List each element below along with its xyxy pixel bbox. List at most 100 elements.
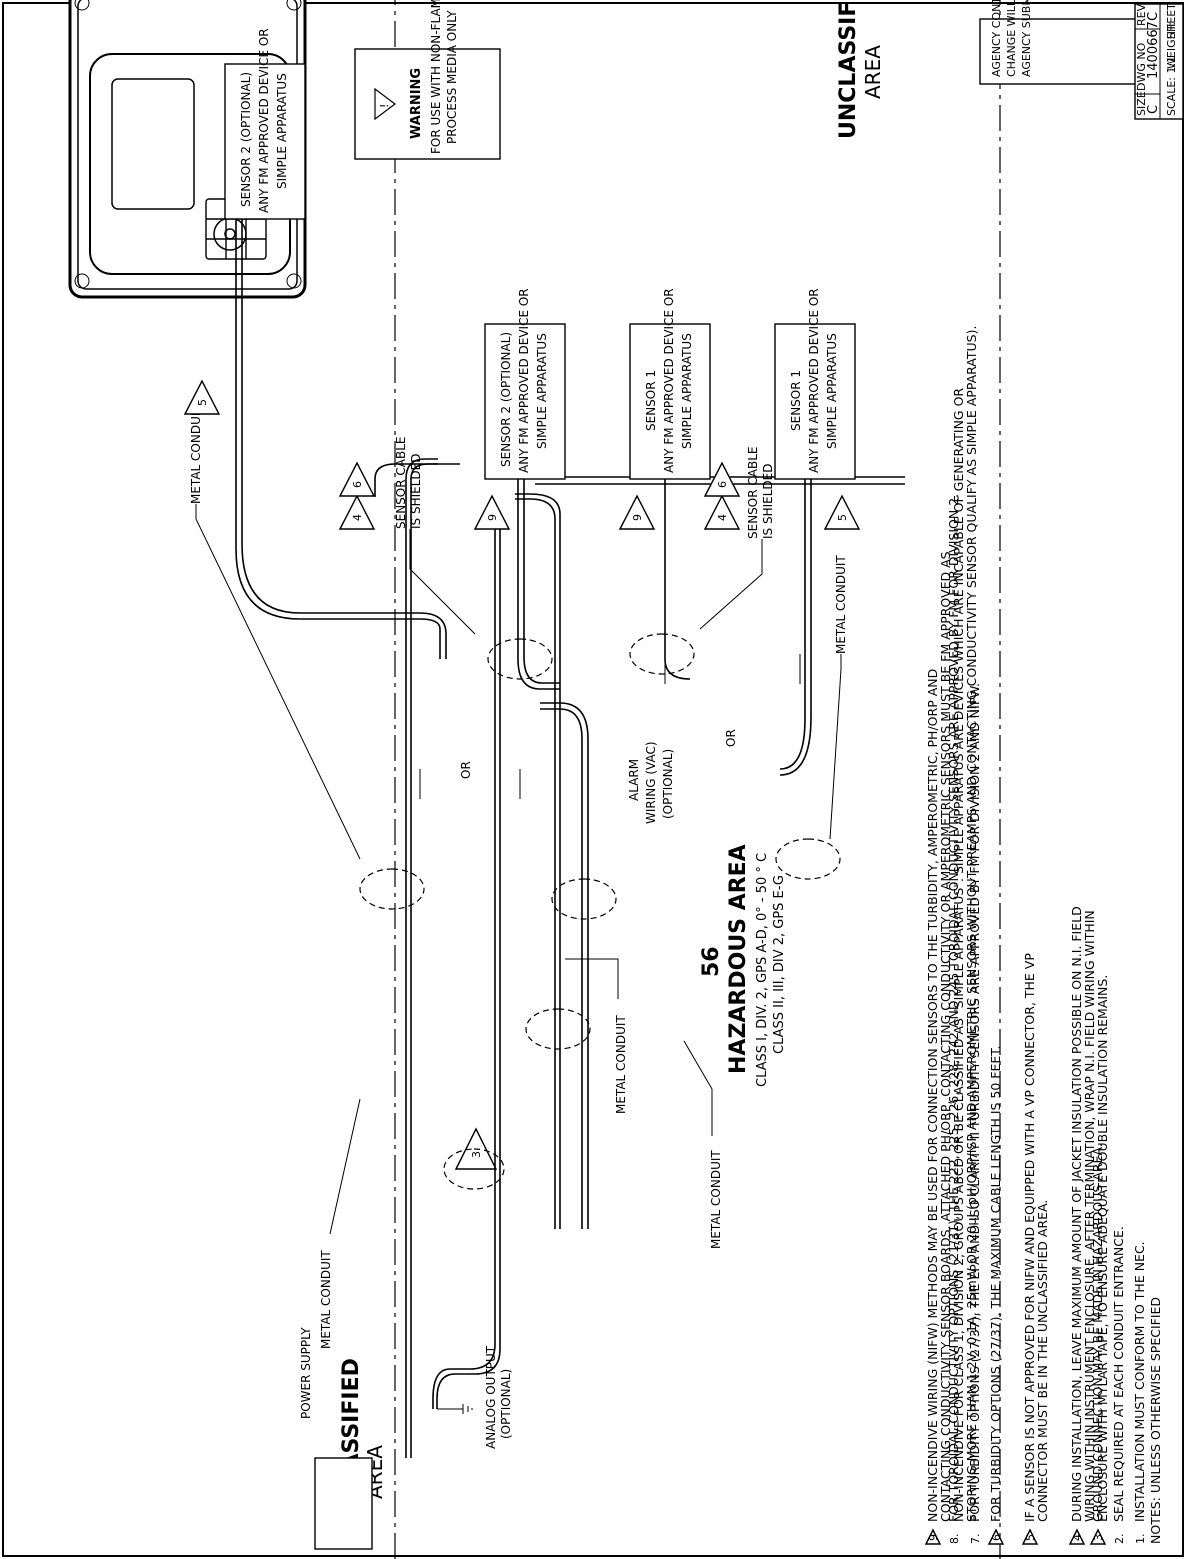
note-number: 5 <box>1024 1534 1037 1541</box>
sensor-1-mid-l1: SENSOR 1 <box>644 370 658 431</box>
sensor-cable-label-2a: SENSOR CABLE <box>746 447 760 539</box>
leader-sensor-cable-1 <box>409 529 476 635</box>
sensor-2-top-box <box>224 63 306 220</box>
conduit-ellipse-right-2 <box>775 838 841 880</box>
instrument-display <box>111 78 195 210</box>
warning-triangle-icon <box>374 87 396 121</box>
sensor-wire-lower-a <box>374 463 460 497</box>
sensor-1-low-box <box>774 323 856 480</box>
note-number: 2. <box>1113 1534 1126 1545</box>
note-line: INSTALLATION MUST CONFORM TO THE NEC. <box>1132 1241 1147 1522</box>
note-line: CONNECTOR MUST BE IN THE UNCLASSIFIED AR… <box>1035 1200 1050 1522</box>
weight-label: WEIGHT: <box>1165 22 1178 69</box>
flag-5-bottom-text: 5 <box>836 514 849 521</box>
warning-title: WARNING <box>409 68 424 139</box>
notes-list: 1. INSTALLATION MUST CONFORM TO THE NEC. 2… <box>924 326 1147 1545</box>
alarm-wire-b <box>540 702 589 1229</box>
rev-value: C <box>1146 12 1161 21</box>
sensor-1-mid-wire <box>664 479 691 680</box>
flag-4-b <box>703 494 741 530</box>
flag-5-top-text: 5 <box>196 399 209 406</box>
note-number: 9 <box>927 1534 940 1541</box>
or-label-1: OR <box>459 761 473 779</box>
flag-3-text: 3 <box>470 1151 483 1158</box>
leader-4 <box>195 504 361 860</box>
note-flag-icon <box>1021 1528 1039 1545</box>
metal-conduit-wire-1b <box>515 493 561 1229</box>
hazard-class-line2: CLASS II, III, DIV 2, GPS E-G <box>772 875 787 1054</box>
note-number: 6 <box>990 1534 1003 1541</box>
note-line: NON-INCENDIVE FOR CLASS 1, DIVISION 2, G… <box>951 388 966 1522</box>
size-label: SIZE <box>1135 91 1148 116</box>
flag-4-a <box>338 494 376 530</box>
analog-wire-2 <box>432 529 496 1409</box>
note-line: IF A SENSOR IS NOT APPROVED FOR NIFW AND… <box>1022 953 1037 1522</box>
note-flag-icon <box>924 1528 942 1545</box>
title-block: SIZE C DWG NO 1400667 REV C SCALE: 1:1 W… <box>1134 0 1184 120</box>
sensor-2-top-wire <box>235 219 441 659</box>
sensor-cable-ellipse-1 <box>487 638 553 680</box>
alarm-label-1: ALARM <box>627 759 641 801</box>
sensor-2-mid-l3: SIMPLE APPARATUS <box>535 333 549 449</box>
scale-label: SCALE: 1:1 <box>1165 56 1178 116</box>
note-flag-icon <box>987 1528 1005 1545</box>
conduit-ellipse-3 <box>551 878 617 920</box>
metal-conduit-label-1: METAL CONDUIT <box>319 1250 333 1349</box>
flag-4-b-text: 4 <box>716 514 729 521</box>
metal-conduit-label-3: METAL CONDUIT <box>709 1150 723 1249</box>
dwg-number: 1400667 <box>1146 21 1161 79</box>
leader-1 <box>329 1098 361 1235</box>
dwg-label: DWG NO <box>1135 42 1148 91</box>
sensor-1-mid-l3: SIMPLE APPARATUS <box>680 333 694 449</box>
note-line: WIRING WITHIN INSTRUMENT ENCLOSURE. AFTE… <box>1082 910 1097 1522</box>
sensor-cable-label-2b: IS SHIELDED <box>761 464 775 539</box>
sensor-2-mid-l2: ANY FM APPROVED DEVICE OR <box>517 288 531 473</box>
leader-3 <box>683 1040 713 1136</box>
sensor-2-mid-wire-b <box>523 479 560 684</box>
rev-label: REV <box>1135 3 1148 26</box>
metal-conduit-label-5: METAL CONDUIT <box>834 555 848 654</box>
note-line: FOR TOROIDAL CONDUCTIVITY OPTIONS (21/31… <box>946 494 961 1522</box>
power-supply-label: POWER SUPPLY <box>299 1327 313 1419</box>
conduit-ellipse-1 <box>443 1148 505 1190</box>
sensor-2-top-wire-b <box>241 219 447 659</box>
or-label-2: OR <box>724 729 738 747</box>
note-line: NON-INCENDIVE WIRING (NIFW) METHODS MAY … <box>925 669 940 1522</box>
sensor-cable-label-1b: IS SHIELDED <box>409 454 423 529</box>
flag-6-b <box>703 461 741 497</box>
note-flag-icon <box>1068 1528 1086 1545</box>
or-marker-2 <box>664 654 801 684</box>
or-marker-1 <box>419 769 521 799</box>
analog-output-optional: (OPTIONAL) <box>499 1369 513 1439</box>
leader-2 <box>565 958 619 999</box>
sensor-1-mid-box <box>629 323 711 480</box>
flag-6-a <box>338 461 376 497</box>
sensor-2-mid-box <box>484 323 566 480</box>
sensor-2-mid-wire <box>517 479 560 690</box>
size-value: C <box>1146 105 1161 114</box>
ground-symbol <box>437 1404 473 1414</box>
metal-conduit-label-4: METAL CONDUIT <box>189 405 203 504</box>
note-number: 1. <box>1134 1534 1147 1545</box>
flag-9-b-text: 9 <box>631 514 644 521</box>
note-line: GROUND CONNECTION MAY BE MADE IN HAZARDO… <box>1090 1143 1105 1522</box>
note-number: 7. <box>969 1534 982 1545</box>
flag-6-b-text: 6 <box>716 481 729 488</box>
sensor-1-low-wire-b <box>779 479 812 776</box>
flag-5-bottom <box>823 494 861 530</box>
agency-line2: CHANGE WILL REQUIRE CERTIFICATION <box>1005 0 1018 77</box>
note-line: ENCLOSURE WITH MYLAR TAPE, TO ENSURE ADE… <box>1095 975 1110 1522</box>
right-area-title: UNCLASSIFIED <box>836 0 861 139</box>
flag-5-top <box>183 379 221 415</box>
conduit-ellipse-2 <box>525 1008 591 1050</box>
note-line: FOR TURBIDITY OPTIONS (27/37), THE EPA A… <box>967 683 982 1522</box>
note-flag-icon <box>1089 1528 1107 1545</box>
note-line: FOR TURBIDITY OPTIONS (27/37), THE MAXIM… <box>988 1046 1003 1522</box>
alarm-wire <box>540 708 583 1229</box>
note-number: 3 <box>1092 1534 1105 1541</box>
sensor-2-mid-l1: SENSOR 2 (OPTIONAL) <box>499 332 513 467</box>
hazard-class-line1: CLASS I, DIV. 2, GPS A-D, 0° - 50 ° C <box>755 853 770 1087</box>
